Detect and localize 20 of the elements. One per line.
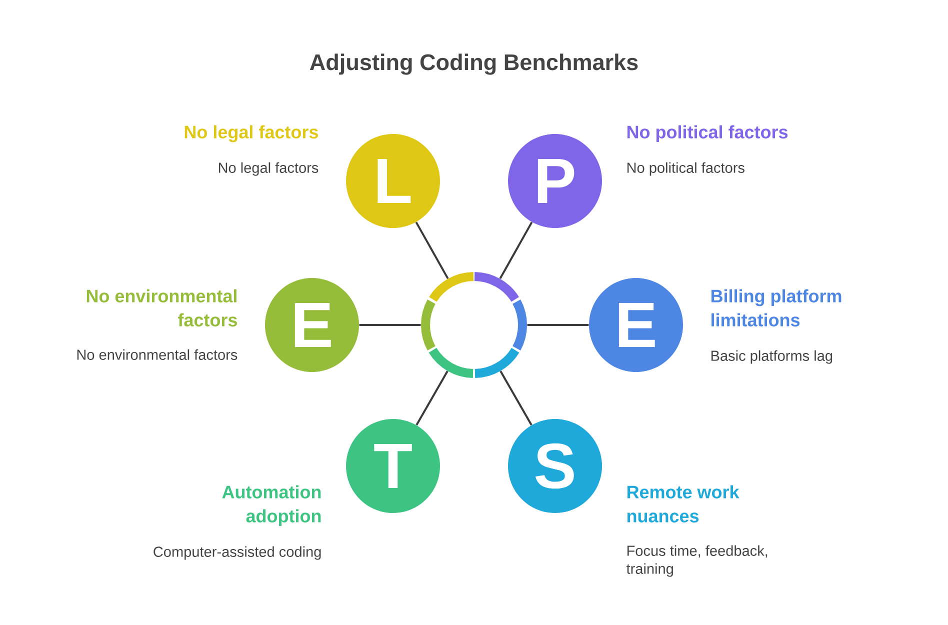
- description: Computer-assisted coding: [154, 546, 321, 560]
- connector-line: [500, 370, 532, 426]
- heading: No environmental factors: [86, 289, 237, 326]
- description: No political factors: [627, 162, 744, 176]
- connector-line: [415, 222, 449, 280]
- heading: Remote work nuances: [627, 485, 740, 522]
- connector-line: [527, 324, 589, 326]
- heading: No political factors: [628, 125, 788, 142]
- description: No environmental factors: [77, 349, 238, 360]
- connector-line: [359, 324, 421, 326]
- heading: Automation adoption: [222, 485, 321, 526]
- description: No legal factors: [218, 162, 318, 176]
- title: Adjusting Coding Benchmarks: [310, 54, 638, 75]
- description: Basic platforms lag: [711, 350, 832, 364]
- heading: Billing platform limitations: [712, 289, 842, 326]
- connector-line: [416, 370, 448, 426]
- description: Focus time, feedback, training: [626, 545, 768, 577]
- connector-line: [499, 222, 533, 280]
- heading: No legal factors: [184, 125, 318, 142]
- segmented-ring: [421, 272, 527, 378]
